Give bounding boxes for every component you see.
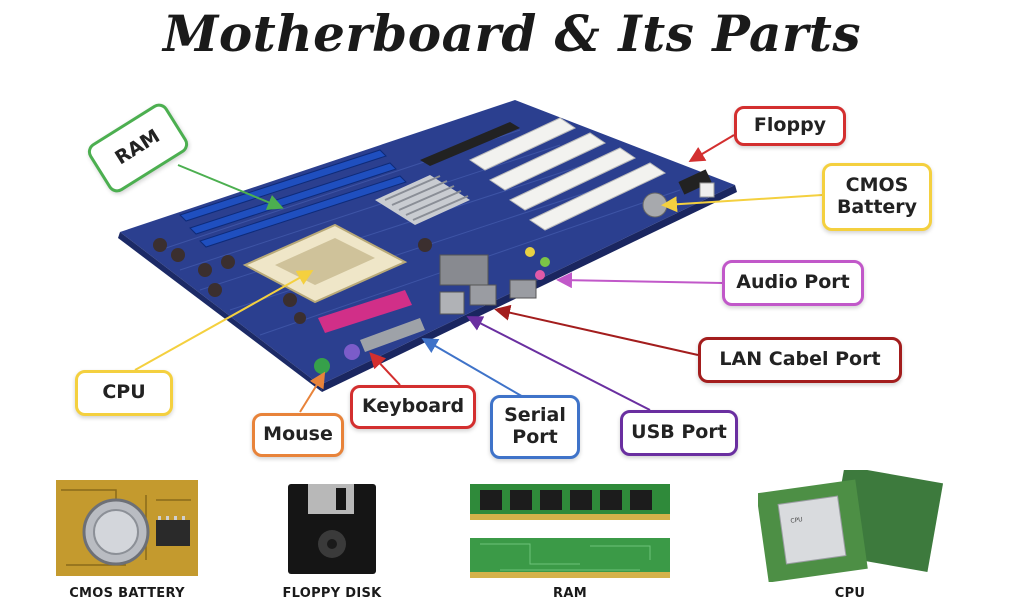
ram-slots bbox=[179, 149, 407, 248]
svg-text:CPU: CPU bbox=[790, 516, 803, 525]
chipset-heatsink bbox=[375, 175, 470, 225]
label-serial-port: Serial Port bbox=[490, 395, 580, 459]
io-ports bbox=[314, 247, 550, 374]
floppy-disk-image bbox=[288, 484, 376, 574]
caption-ram: RAM bbox=[553, 586, 587, 601]
label-usb-port: USB Port bbox=[620, 410, 738, 456]
lan-port-shape bbox=[439, 254, 489, 286]
caption-floppy-disk: FLOPPY DISK bbox=[282, 586, 382, 601]
cmos-battery-shape bbox=[642, 192, 668, 218]
label-floppy: Floppy bbox=[734, 106, 846, 146]
keyboard-ps2-shape bbox=[344, 344, 360, 360]
label-cpu: CPU bbox=[75, 370, 173, 416]
label-cmos-battery: CMOS Battery bbox=[822, 163, 932, 231]
pci-slots bbox=[468, 117, 667, 231]
capacitors bbox=[153, 238, 432, 324]
page-title: Motherboard & Its Parts bbox=[162, 4, 862, 63]
ram-image bbox=[470, 484, 670, 578]
label-lan-port: LAN Cabel Port bbox=[698, 337, 902, 383]
cmos-battery-image bbox=[56, 480, 198, 576]
parallel-port-shape bbox=[318, 290, 412, 333]
leader-lines bbox=[134, 134, 823, 413]
label-audio-port: Audio Port bbox=[722, 260, 864, 306]
label-mouse: Mouse bbox=[252, 413, 344, 457]
cpu-image: CPU bbox=[758, 470, 944, 582]
caption-cmos-battery: CMOS BATTERY bbox=[69, 586, 185, 601]
caption-cpu: CPU bbox=[834, 586, 866, 601]
mouse-ps2-shape bbox=[314, 358, 330, 374]
label-keyboard: Keyboard bbox=[350, 385, 476, 429]
